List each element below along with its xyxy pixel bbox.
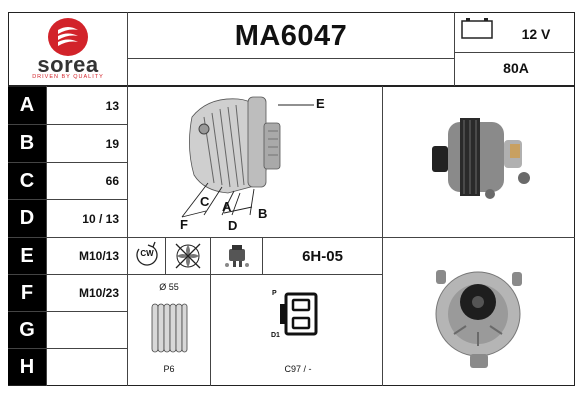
pulley-icon	[151, 303, 188, 353]
row-value-h	[47, 349, 125, 385]
dimension-label-f: F	[180, 217, 188, 232]
pulley-diameter: Ø 55	[159, 282, 179, 292]
regulator-icon	[225, 245, 249, 267]
brand-name: sorea	[37, 52, 99, 77]
connector-pin-p: P	[272, 290, 277, 297]
fan-crossed-icon	[175, 243, 201, 269]
row-value-b: 19	[105, 136, 119, 151]
dimension-label-c: C	[200, 194, 210, 209]
brand-tagline: DRIVEN BY QUALITY	[32, 74, 104, 80]
rotation-label: CW	[140, 249, 154, 258]
cw-rotation-icon	[136, 241, 158, 266]
header-frame	[8, 12, 575, 86]
voltage-value: 12 V	[521, 26, 551, 42]
row-value-a: 13	[105, 98, 119, 113]
dimension-label-b: B	[258, 206, 268, 221]
part-number: MA6047	[234, 19, 348, 52]
dimension-label-d: D	[228, 218, 238, 233]
row-letter-h: H	[8, 349, 46, 385]
pulley-type: P6	[163, 364, 175, 374]
alternator-photo-side	[432, 118, 530, 199]
brand-logo: sorea DRIVEN BY QUALITY	[14, 16, 122, 82]
connector-pin-d1: D1	[271, 332, 280, 339]
alternator-photo-front	[435, 270, 522, 368]
regulator-code: 6H-05	[302, 247, 343, 265]
row-letter-c: C	[8, 163, 46, 199]
current-value: 80A	[503, 60, 529, 76]
row-letter-a: A	[8, 87, 46, 124]
connector-code: C97 / -	[284, 364, 312, 374]
alternator-dimension-diagram	[181, 96, 314, 218]
row-value-g	[47, 312, 125, 348]
row-value-c: 66	[105, 174, 119, 188]
battery-icon	[461, 18, 493, 39]
row-letter-g: G	[8, 312, 46, 348]
sorea-logo-icon	[48, 18, 88, 56]
dimension-label-a: A	[222, 199, 232, 214]
row-letter-e: E	[8, 238, 46, 274]
connector-plug-icon	[280, 292, 318, 336]
row-value-f: M10/23	[78, 286, 119, 300]
row-letter-d: D	[8, 200, 46, 237]
row-letter-f: F	[8, 275, 46, 311]
row-value-d: 10 / 13	[82, 211, 119, 226]
dimension-label-e: E	[316, 96, 325, 111]
row-letter-b: B	[8, 125, 46, 162]
row-value-e: M10/13	[78, 249, 119, 263]
